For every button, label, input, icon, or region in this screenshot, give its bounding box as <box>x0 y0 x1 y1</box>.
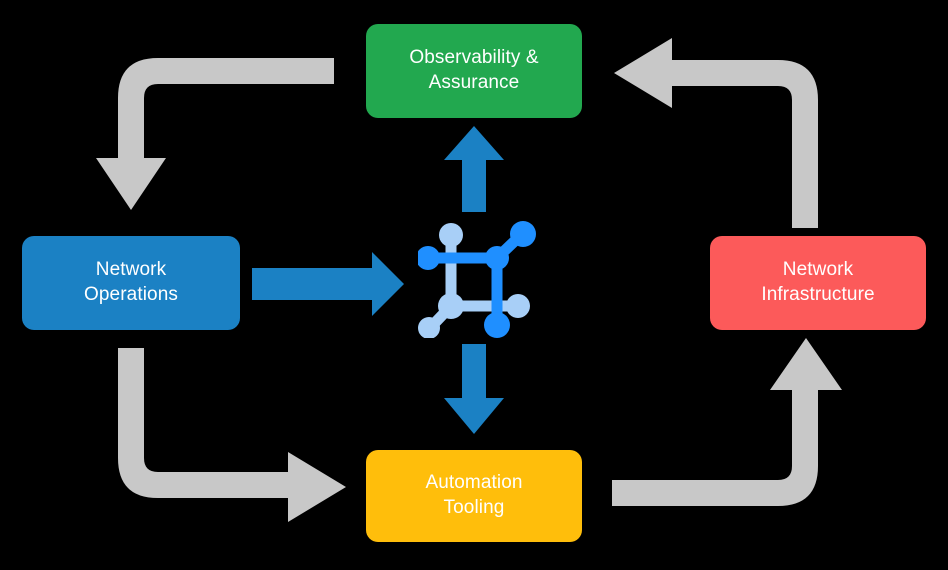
node-network-operations[interactable]: Network Operations <box>22 236 240 330</box>
node-observability-assurance[interactable]: Observability & Assurance <box>366 24 582 118</box>
node-observability-label: Observability & Assurance <box>409 47 539 93</box>
arrow-center-to-observability <box>444 126 504 212</box>
topology-primary-nodes <box>418 221 536 338</box>
arrow-operations-to-automation <box>118 348 346 522</box>
arrow-automation-to-infrastructure <box>612 338 842 506</box>
node-network-infrastructure[interactable]: Network Infrastructure <box>710 236 926 330</box>
network-topology-icon <box>418 221 536 338</box>
arrow-center-to-automation <box>444 344 504 434</box>
arrow-operations-to-center <box>252 252 404 316</box>
node-operations-label: Network Operations <box>84 259 178 305</box>
node-automation-tooling[interactable]: Automation Tooling <box>366 450 582 542</box>
topology-secondary-nodes <box>418 223 530 338</box>
arrow-infrastructure-to-observability <box>614 38 818 228</box>
node-infrastructure-label: Network Infrastructure <box>761 259 875 305</box>
arrow-observability-to-operations <box>96 58 334 210</box>
node-automation-label: Automation Tooling <box>425 472 523 518</box>
